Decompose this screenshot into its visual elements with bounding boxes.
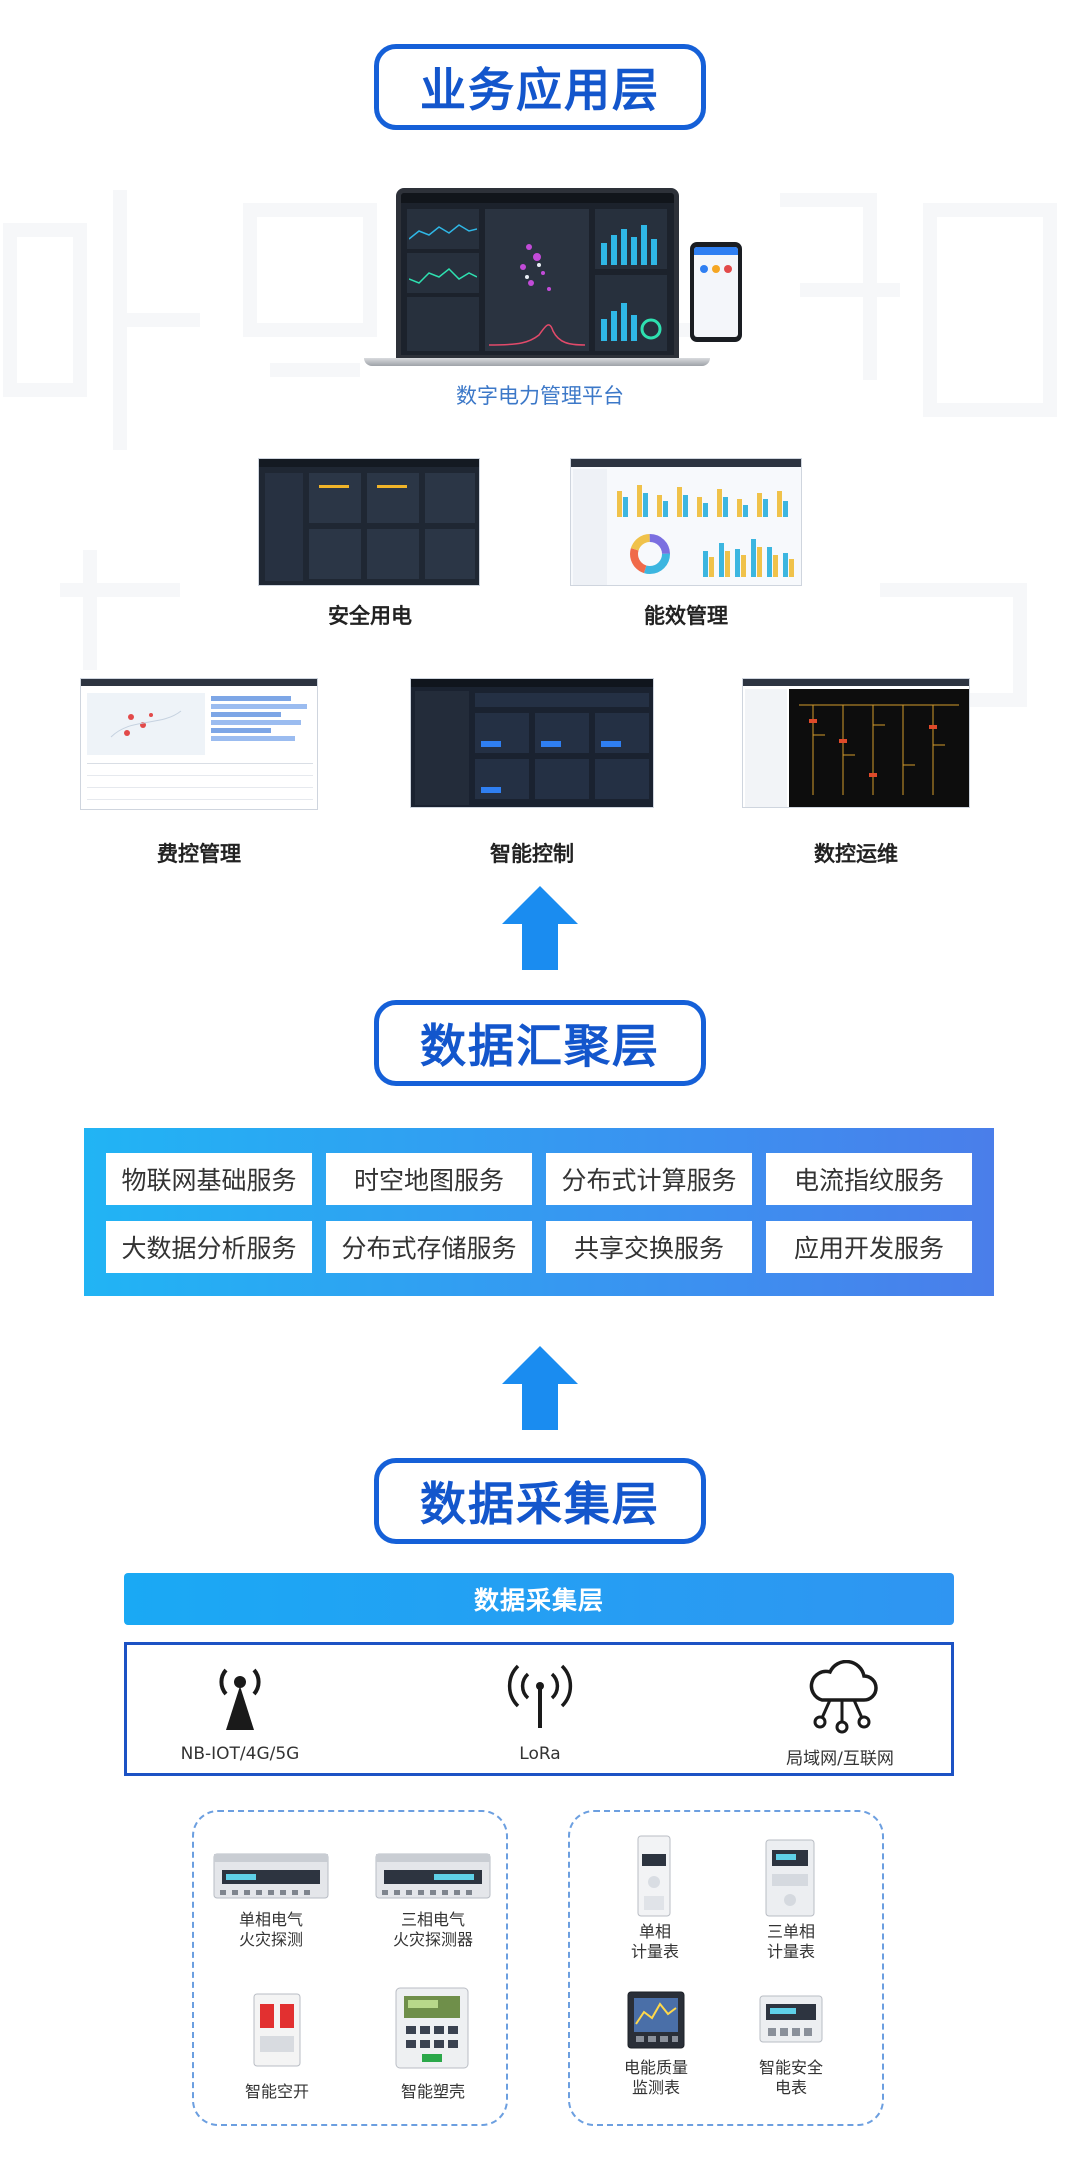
device-label-smart-breaker: 智能空开 bbox=[244, 2082, 309, 2101]
device-group-right bbox=[568, 1810, 884, 2126]
efficiency-screenshot bbox=[570, 458, 802, 586]
platform-label: 数字电力管理平台 bbox=[456, 384, 624, 408]
device-label-three-phase-fire: 三相电气火灾探测器 bbox=[392, 1910, 473, 1949]
device-label-single-phase-fire: 单相电气火灾探测 bbox=[238, 1910, 303, 1949]
efficiency-label: 能效管理 bbox=[644, 604, 728, 628]
service-app-development: 应用开发服务 bbox=[766, 1221, 972, 1273]
device-label-three-phase-meter: 三单相计量表 bbox=[766, 1922, 815, 1961]
smart-breaker-image bbox=[253, 1993, 301, 2067]
digital-ops-screenshot bbox=[742, 678, 970, 808]
three-phase-fire-detector-image bbox=[375, 1853, 491, 1899]
service-iot: 物联网基础服务 bbox=[106, 1153, 312, 1205]
service-spatial-map: 时空地图服务 bbox=[326, 1153, 532, 1205]
billing-screenshot bbox=[80, 678, 318, 810]
service-sharing-exchange: 共享交换服务 bbox=[546, 1221, 752, 1273]
aggregation-layer-title: 数据汇聚层 bbox=[374, 1000, 706, 1086]
mobile-app-screenshot bbox=[690, 242, 742, 342]
cloud-network-icon bbox=[809, 1660, 878, 1734]
safety-label: 安全用电 bbox=[328, 604, 412, 628]
device-label-single-phase-meter: 单相计量表 bbox=[630, 1922, 679, 1961]
network-label-lora: LoRa bbox=[519, 1744, 561, 1764]
digital-ops-label: 数控运维 bbox=[814, 842, 898, 866]
three-phase-meter-image bbox=[765, 1839, 815, 1917]
network-label-lan: 局域网/互联网 bbox=[786, 1749, 894, 1769]
broadcast-tower-icon bbox=[219, 1668, 261, 1730]
network-label-nbiot: NB-IOT/4G/5G bbox=[180, 1744, 300, 1764]
acquisition-layer-title: 数据采集层 bbox=[374, 1458, 706, 1544]
smart-control-screenshot bbox=[410, 678, 654, 808]
up-arrow-icon bbox=[502, 886, 578, 970]
service-current-fingerprint: 电流指纹服务 bbox=[766, 1153, 972, 1205]
antenna-signal-icon bbox=[507, 1664, 573, 1728]
up-arrow-icon bbox=[502, 1346, 578, 1430]
safety-screenshot bbox=[258, 458, 480, 586]
service-distributed-storage: 分布式存储服务 bbox=[326, 1221, 532, 1273]
device-label-smart-mccb: 智能塑壳 bbox=[400, 2082, 465, 2101]
power-quality-meter-image bbox=[627, 1991, 685, 2049]
single-phase-fire-detector-image bbox=[213, 1853, 329, 1899]
device-label-power-quality-meter: 电能质量监测表 bbox=[623, 2058, 688, 2097]
smart-control-label: 智能控制 bbox=[490, 842, 574, 866]
billing-label: 费控管理 bbox=[157, 842, 241, 866]
smart-safety-meter-image bbox=[759, 1995, 823, 2043]
platform-laptop-screenshot bbox=[364, 188, 710, 366]
service-big-data: 大数据分析服务 bbox=[106, 1221, 312, 1273]
acquisition-bar: 数据采集层 bbox=[124, 1573, 954, 1625]
business-layer-title: 业务应用层 bbox=[374, 44, 706, 130]
smart-mccb-image bbox=[395, 1987, 469, 2069]
device-label-smart-safety-meter: 智能安全电表 bbox=[758, 2058, 823, 2097]
single-phase-meter-image bbox=[637, 1835, 671, 1917]
service-distributed-compute: 分布式计算服务 bbox=[546, 1153, 752, 1205]
